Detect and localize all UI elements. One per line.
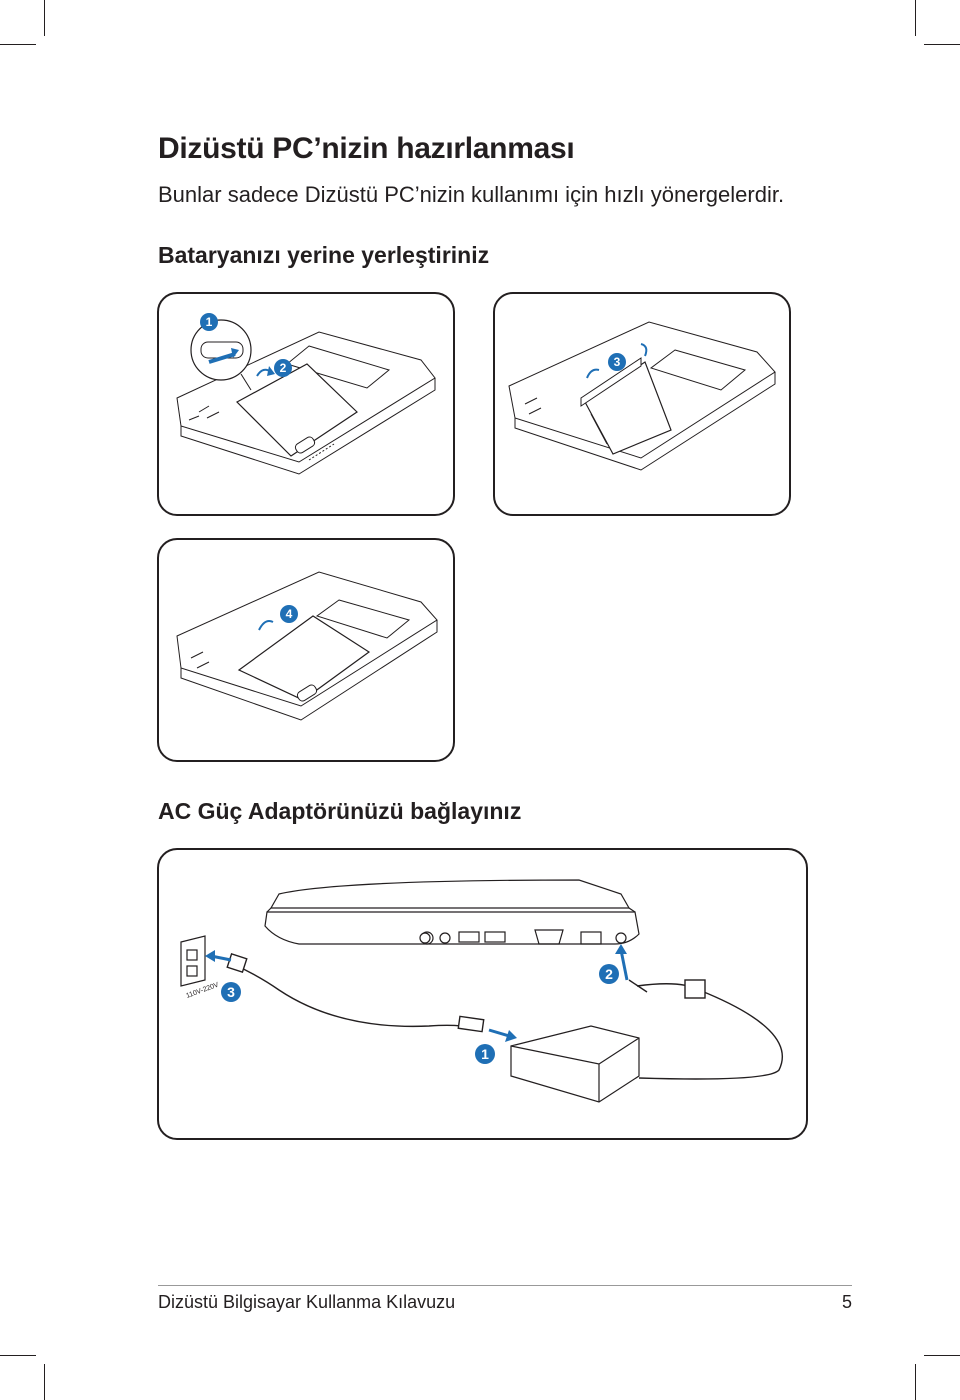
svg-text:3: 3 [227, 984, 235, 1000]
laptop-side-view [264, 879, 640, 945]
svg-text:3: 3 [614, 355, 621, 369]
arrow-icon [586, 343, 648, 379]
arrow-icon [256, 366, 275, 377]
battery-step-1-2-illustration: 1 2 [157, 292, 455, 516]
crop-mark [915, 1364, 916, 1400]
step-3-badge: 3 [608, 353, 626, 371]
svg-text:2: 2 [280, 361, 287, 375]
laptop-side-drawing: 110V-220V 1 2 [180, 879, 784, 1103]
battery-heading: Bataryanızı yerine yerleştiriniz [158, 242, 490, 268]
footer-divider [158, 1285, 852, 1286]
step-3-badge: 3 [221, 982, 241, 1002]
page-number: 5 [841, 1292, 852, 1312]
ac-adapter-heading: AC Güç Adaptörünüzü bağlayınız [158, 798, 522, 824]
crop-mark [44, 0, 45, 36]
wall-outlet: 110V-220V [180, 935, 220, 1000]
svg-text:4: 4 [286, 607, 293, 621]
crop-mark [44, 1364, 45, 1400]
laptop-underside-drawing: 4 [176, 571, 438, 721]
svg-text:1: 1 [481, 1046, 489, 1062]
ac-adapter-illustration: 110V-220V 1 2 [157, 848, 808, 1140]
footer-title: Dizüstü Bilgisayar Kullanma Kılavuzu [158, 1292, 456, 1312]
crop-mark [0, 44, 36, 45]
svg-text:1: 1 [206, 315, 213, 329]
step-2-badge: 2 [274, 359, 292, 377]
battery-step-3-illustration: 3 [493, 292, 791, 516]
svg-text:2: 2 [605, 966, 613, 982]
power-adapter-brick [510, 1025, 640, 1103]
crop-mark [0, 1355, 36, 1356]
intro-text: Bunlar sadece Dizüstü PC’nizin kullanımı… [158, 182, 785, 207]
battery-step-4-illustration: 4 [157, 538, 455, 762]
latch-callout [190, 319, 252, 391]
step-1-badge: 1 [200, 313, 218, 331]
battery-pack [237, 615, 371, 702]
power-cable [226, 952, 784, 1080]
step-1-badge: 1 [475, 1044, 495, 1064]
arrow-icon [205, 944, 629, 1042]
crop-mark [915, 0, 916, 36]
battery-pack [236, 363, 358, 457]
step-4-badge: 4 [280, 605, 298, 623]
step-2-badge: 2 [599, 964, 619, 984]
arrow-icon [258, 620, 274, 631]
laptop-underside-drawing: 3 [508, 321, 776, 471]
crop-mark [924, 1355, 960, 1356]
battery-pack [580, 357, 672, 455]
crop-mark [924, 44, 960, 45]
page-title: Dizüstü PC’nizin hazırlanması [158, 132, 575, 165]
laptop-underside-drawing: 1 2 [176, 313, 436, 475]
svg-text:110V-220V: 110V-220V [185, 982, 220, 1000]
